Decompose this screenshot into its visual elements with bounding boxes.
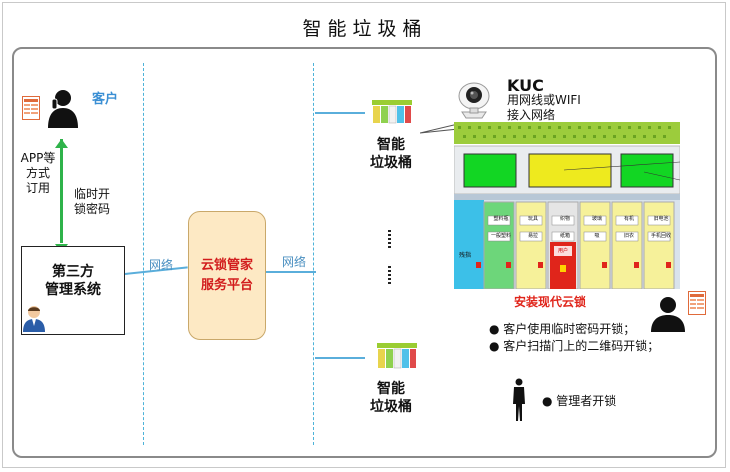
doc-icon-right	[688, 291, 706, 319]
door-label2-5: 旧衣	[623, 233, 634, 239]
smart-bin-bottom-icon	[377, 343, 417, 373]
door-label2-3: 纸箱	[559, 233, 570, 239]
manager-unlock-label: 管理者开锁	[556, 394, 617, 408]
kuc-desc-line-1: 用网线或WIFI	[507, 93, 581, 107]
app-label-line-2: 方式	[25, 166, 50, 180]
door-label2-1: 一般塑料	[490, 233, 511, 239]
app-label-line-3: 订用	[25, 181, 50, 195]
smart-bin-bottom-label: 智能 垃圾桶	[367, 380, 415, 416]
platform-line-1: 云锁管家	[200, 257, 253, 273]
page-title: 智能垃圾桶	[302, 18, 428, 40]
bin-top-line-2: 垃圾桶	[370, 155, 412, 171]
arrow-customer-thirdparty	[60, 139, 63, 243]
door-label2-2: 易拉	[527, 233, 538, 239]
third-party-line-2: 管理系统	[45, 282, 101, 298]
bullet-item-1: ● 客户使用临时密码开锁；	[489, 322, 636, 336]
cloud-lock-platform-box: 云锁管家 服务平台	[188, 211, 266, 340]
divider-left	[143, 63, 144, 445]
link-bin-bottom	[315, 357, 365, 359]
temp-pwd-line-2: 锁密码	[74, 202, 111, 216]
smart-bin-top-label: 智能 垃圾桶	[367, 136, 415, 172]
bullet-list: ● 客户使用临时密码开锁； ● 客户扫描门上的二维码开锁；	[489, 321, 659, 355]
door-label-6: 旧电池	[653, 216, 669, 222]
platform-label: 云锁管家 服务平台	[201, 256, 253, 296]
third-party-label: 第三方 管理系统	[22, 263, 124, 299]
link-bin-top	[315, 112, 365, 114]
customer-phone-icon	[46, 88, 80, 132]
page-frame	[2, 2, 726, 468]
bullet-item-2: ● 客户扫描门上的二维码开锁；	[489, 339, 660, 353]
temp-pwd-line-1: 临时开	[74, 187, 111, 201]
network-label-right: 网络	[282, 255, 307, 269]
center-door-tag: 用户	[557, 248, 568, 254]
smart-bin-top-icon	[372, 100, 412, 128]
doc-icon	[22, 96, 40, 124]
bin-top-line-1: 智能	[377, 137, 405, 153]
kuc-desc-line-2: 接入网络	[507, 108, 556, 122]
kuc-camera-icon	[454, 80, 494, 124]
arrow-head-up	[55, 133, 68, 152]
kuc-description: 用网线或WIFI 接入网络	[507, 93, 581, 123]
manager-unlock-item: ● 管理者开锁	[542, 394, 617, 408]
kuc-title: KUC	[507, 76, 544, 95]
app-label-line-1: APP等	[20, 151, 56, 165]
bin-bottom-line-2: 垃圾桶	[370, 399, 412, 415]
third-party-line-1: 第三方	[52, 264, 94, 280]
garbage-station-illustration	[453, 122, 681, 290]
customer-label: 客户	[92, 92, 119, 107]
link-platform-network	[266, 271, 316, 273]
manager-figure-icon	[512, 378, 526, 426]
bullet-text-1: 客户使用临时密码开锁；	[503, 322, 636, 336]
operator-avatar-icon	[22, 304, 46, 336]
network-label-left: 网络	[149, 258, 174, 272]
temp-password-label: 临时开 锁密码	[74, 187, 110, 217]
app-subscribe-label: APP等 方式 订用	[17, 151, 59, 196]
door-label-3: 织物	[559, 216, 570, 222]
door-label2-6: 手机回收	[650, 233, 671, 239]
door-label-1: 塑料瓶	[493, 216, 509, 222]
door-label2-4: 吸	[594, 233, 600, 239]
door-label-5: 有机	[623, 216, 634, 222]
install-cloud-lock-caption: 安装现代云锁	[514, 295, 587, 309]
door-label-2: 玩具	[527, 216, 538, 222]
platform-line-2: 服务平台	[200, 277, 253, 293]
more-bins-ellipsis	[388, 230, 391, 290]
customer-user-icon	[649, 296, 687, 336]
bullet-text-2: 客户扫描门上的二维码开锁；	[503, 339, 660, 353]
divider-right	[313, 63, 314, 445]
side-door-label: 残指	[459, 252, 472, 259]
bin-bottom-line-1: 智能	[377, 381, 405, 397]
door-label-4: 玻璃	[591, 216, 602, 222]
